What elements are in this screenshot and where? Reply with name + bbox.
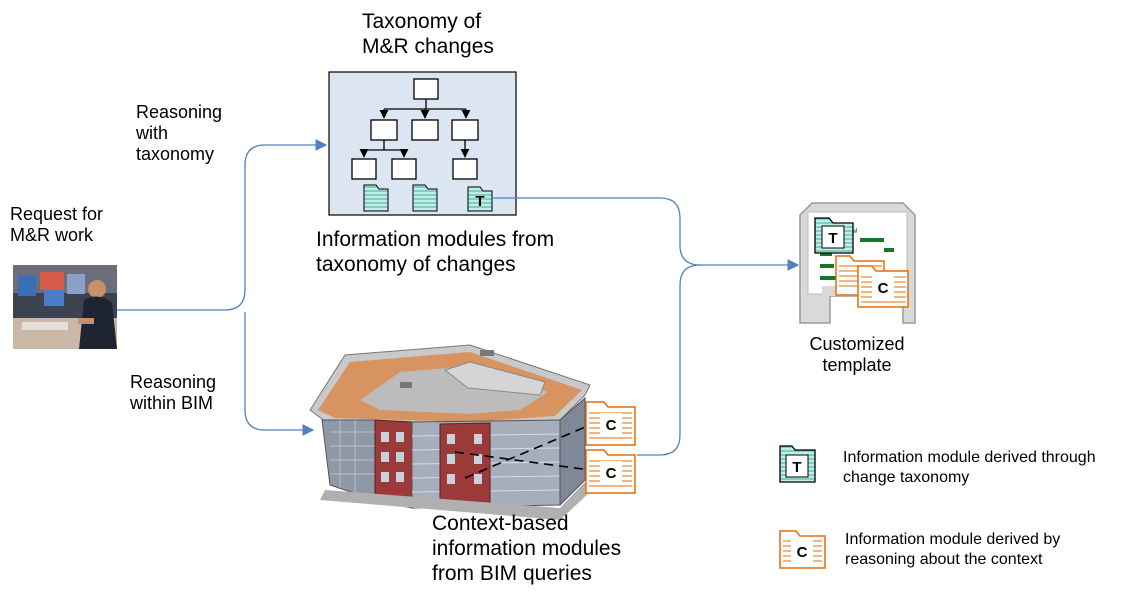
legend-c-text: Information module derived by reasoning … xyxy=(845,531,1061,568)
template-label: Customized template xyxy=(809,334,905,376)
customized-template-icon: w xyxy=(799,202,916,324)
legend-t-icon xyxy=(779,445,816,483)
template-t-letter: T xyxy=(828,230,837,247)
bim-caption: Context-based information modules from B… xyxy=(432,512,622,585)
svg-text:w: w xyxy=(852,226,858,236)
bim-module-c-icon xyxy=(585,401,636,446)
bim-module-c-icon xyxy=(585,449,636,494)
flow-arrows xyxy=(117,139,800,456)
request-label: Request for M&R work xyxy=(10,204,104,246)
taxonomy-modules-caption: Information modules from taxonomy of cha… xyxy=(316,228,555,276)
template-c-letter: C xyxy=(878,280,889,297)
taxonomy-module-letter: T xyxy=(475,193,484,210)
taxonomy-module-t-icon xyxy=(467,186,493,212)
taxonomy-panel xyxy=(328,71,517,216)
taxonomy-module-icon xyxy=(412,184,438,212)
legend-t-letter: T xyxy=(792,459,801,476)
arrow-t-to-template xyxy=(492,197,800,271)
legend-c-letter: C xyxy=(797,544,808,561)
taxonomy-module-icon xyxy=(363,184,389,212)
operator-photo xyxy=(13,265,117,349)
bim-module-letter: C xyxy=(606,417,617,434)
arrow-to-bim xyxy=(244,312,315,436)
taxonomy-tree xyxy=(351,78,479,180)
legend-t-text: Information module derived through chang… xyxy=(843,449,1096,486)
legend-c-icon xyxy=(779,530,826,569)
upper-arrow-label: Reasoning with taxonomy xyxy=(136,102,223,165)
context-leader-lines xyxy=(454,424,591,479)
arrow-c-to-template xyxy=(637,264,701,456)
taxonomy-title: Taxonomy of M&R changes xyxy=(362,10,494,58)
lower-arrow-label: Reasoning within BIM xyxy=(130,372,217,414)
arrow-to-taxonomy xyxy=(117,139,328,311)
bim-building xyxy=(309,344,591,520)
bim-module-letter: C xyxy=(606,465,617,482)
